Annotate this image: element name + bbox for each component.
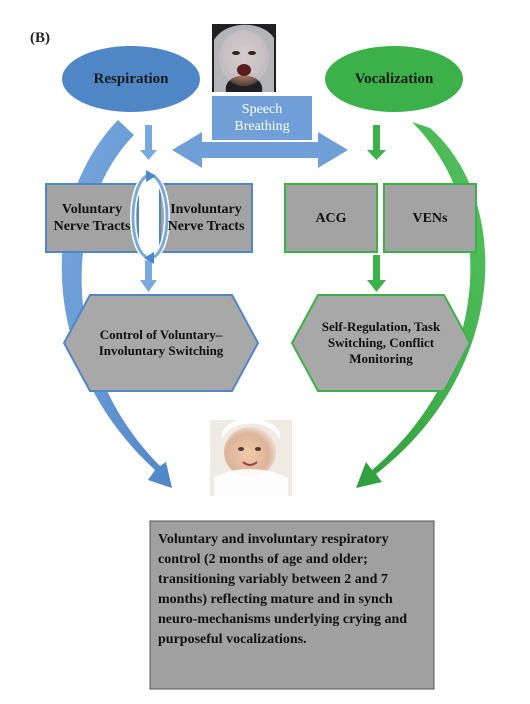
voluntary-nerve-tracts-box: Voluntary Nerve Tracts [53, 202, 131, 234]
vens-box-bg [383, 183, 477, 253]
right-down-arrow-1 [367, 125, 386, 160]
involuntary-box-bg [159, 183, 253, 253]
self-regulation-hexagon: Self-Regulation, Task Switching, Conflic… [321, 319, 441, 366]
involuntary-nerve-tracts-box: Involuntary Nerve Tracts [167, 202, 245, 234]
left-down-arrow-2 [140, 255, 157, 292]
vens-box: VENs [412, 210, 448, 226]
content-baby-photo [210, 418, 292, 496]
double-arrow [172, 132, 348, 168]
acg-box: ACG [315, 210, 347, 226]
right-down-arrow-2 [367, 255, 386, 292]
speech-breathing-box [212, 96, 312, 140]
vocalization-label: Vocalization [354, 70, 434, 87]
right-hexagon-bg [290, 294, 472, 392]
left-hexagon-bg [62, 294, 260, 392]
crying-baby-photo [212, 24, 276, 92]
vocalization-ellipse [325, 46, 463, 112]
speech-breathing-label: Speech Breathing [234, 102, 290, 134]
respiration-ellipse [62, 46, 200, 112]
summary-text: Voluntary and involuntary respiratory co… [158, 532, 408, 647]
panel-label: (B) [30, 30, 50, 46]
summary-box-bg [149, 520, 435, 690]
respiration-label: Respiration [93, 70, 169, 87]
acg-box-bg [284, 183, 378, 253]
voluntary-box-bg [45, 183, 139, 253]
left-down-arrow-1 [140, 125, 157, 160]
control-switching-hexagon: Control of Voluntary–Involuntary Switchi… [98, 327, 224, 358]
